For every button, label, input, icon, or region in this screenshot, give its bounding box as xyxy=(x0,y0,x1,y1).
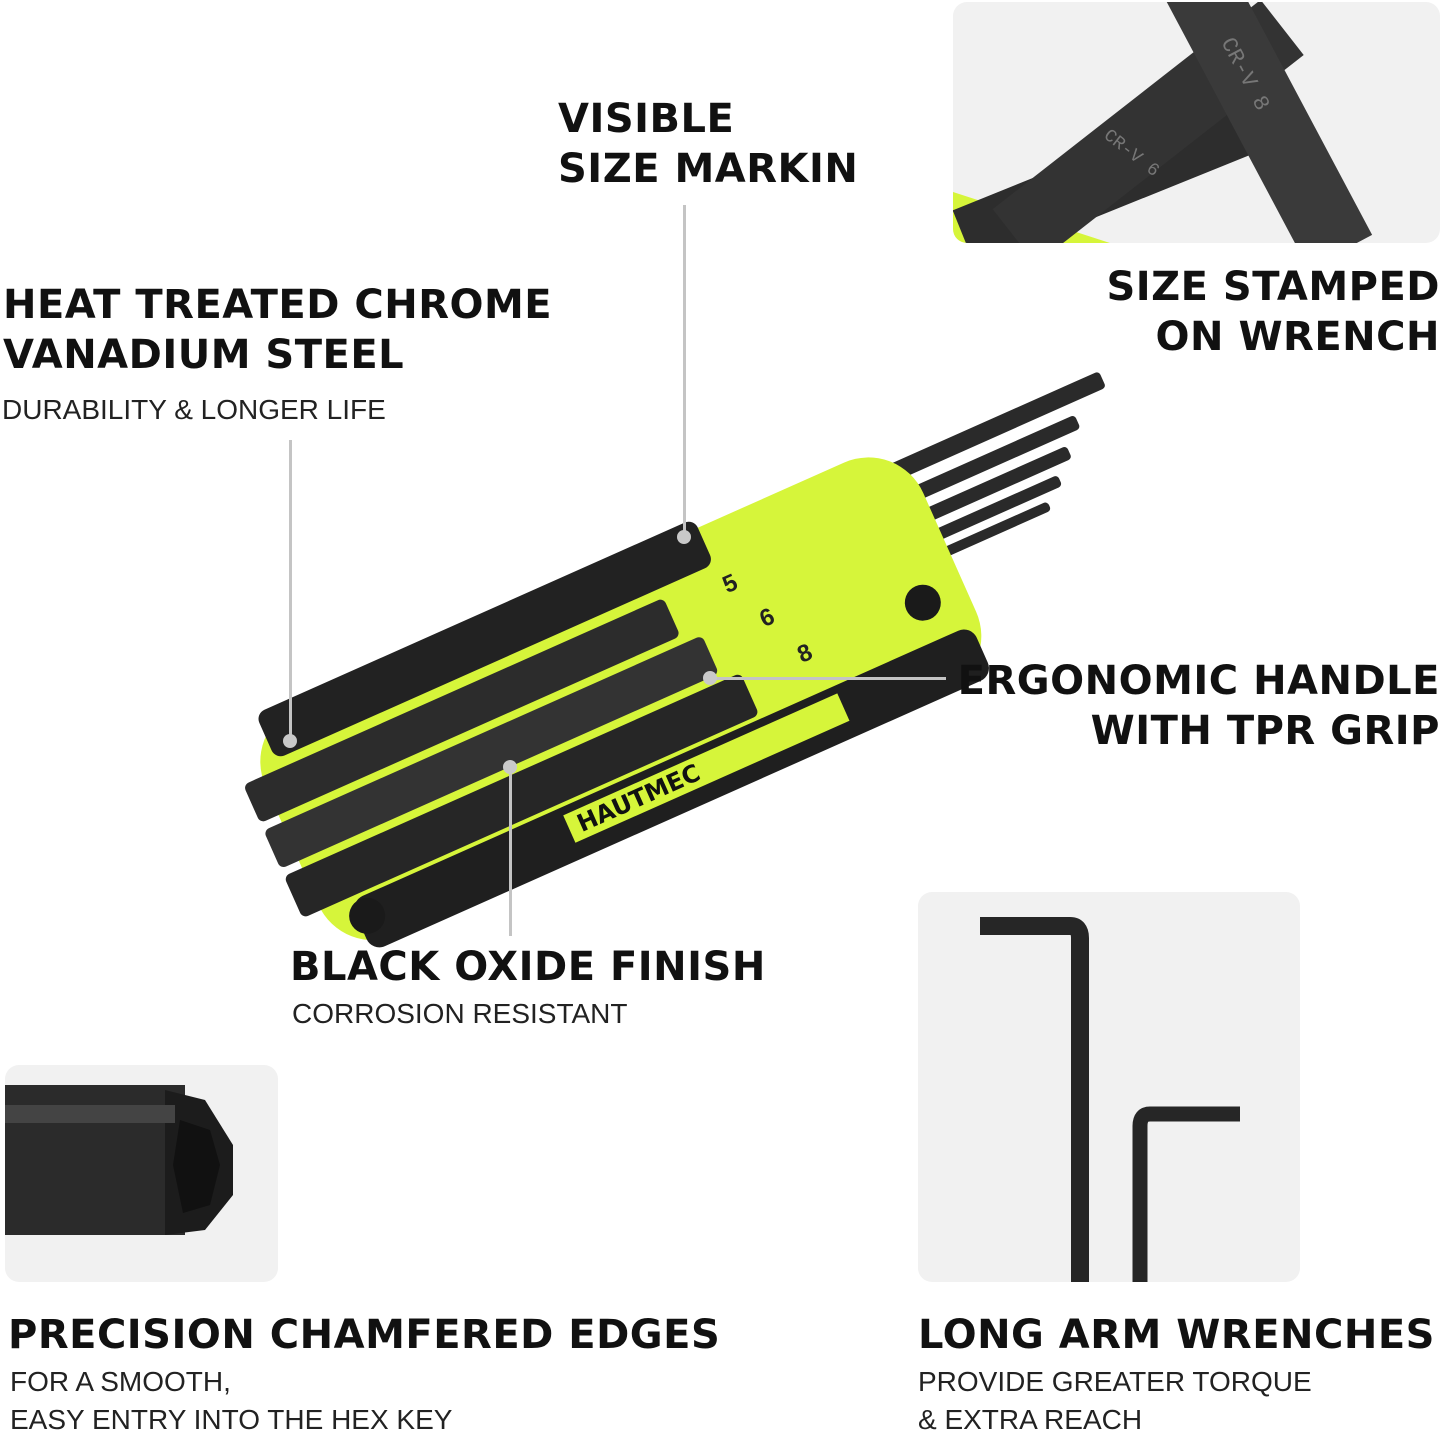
chamfered-edge-closeup-image xyxy=(5,1065,278,1282)
long-arm-heading: LONG ARM WRENCHES xyxy=(918,1312,1435,1358)
leader-dot xyxy=(283,734,297,748)
black-oxide-heading: BLACK OXIDE FINISH xyxy=(290,944,766,990)
precision-sub-2: EASY ENTRY INTO THE HEX KEY xyxy=(10,1404,453,1434)
leader-line xyxy=(683,205,686,535)
ergonomic-heading: ERGONOMIC HANDLE WITH TPR GRIP xyxy=(958,656,1440,756)
leader-line xyxy=(509,768,512,936)
leader-dot xyxy=(503,760,517,774)
precision-heading: PRECISION CHAMFERED EDGES xyxy=(8,1312,721,1358)
heat-treated-heading: HEAT TREATED CHROME VANADIUM STEEL xyxy=(3,280,552,380)
heading-line: ERGONOMIC HANDLE xyxy=(957,658,1440,704)
heat-treated-sub: DURABILITY & LONGER LIFE xyxy=(2,394,386,425)
heading-line: VANADIUM STEEL xyxy=(3,332,405,378)
leader-line xyxy=(289,440,292,740)
long-arm-sub-2: & EXTRA REACH xyxy=(918,1404,1143,1434)
leader-line xyxy=(710,677,946,680)
heading-line: SIZE MARKIN xyxy=(558,146,859,192)
heading-line: VISIBLE xyxy=(558,96,735,142)
long-arm-sub-1: PROVIDE GREATER TORQUE xyxy=(918,1366,1312,1397)
leader-dot xyxy=(677,530,691,544)
visible-size-heading: VISIBLE SIZE MARKIN xyxy=(558,94,858,194)
heading-line: HEAT TREATED CHROME xyxy=(3,282,553,328)
precision-sub-1: FOR A SMOOTH, xyxy=(10,1366,231,1397)
size-stamped-heading: SIZE STAMPED ON WRENCH xyxy=(1106,262,1440,362)
black-oxide-sub: CORROSION RESISTANT xyxy=(292,998,628,1029)
heading-line: SIZE STAMPED xyxy=(1106,264,1440,310)
heading-line: ON WRENCH xyxy=(1155,314,1440,360)
stamp-closeup-image: CR-V 8 CR-V 6 xyxy=(953,2,1440,243)
leader-dot xyxy=(703,671,717,685)
long-arm-wrench-image xyxy=(918,892,1300,1282)
heading-line: WITH TPR GRIP xyxy=(1090,708,1440,754)
